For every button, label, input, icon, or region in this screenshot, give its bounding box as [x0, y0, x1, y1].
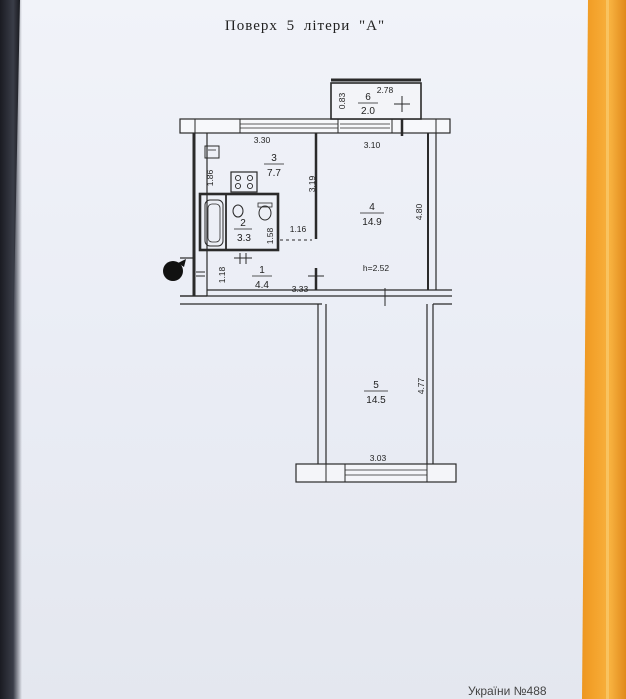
dim-hall-height: 1.18 — [217, 266, 227, 283]
dim-balcony-width: 2.78 — [377, 85, 394, 95]
room-4-area: 14.9 — [362, 217, 382, 228]
floor-heading: Поверх 5 літери "А" — [224, 18, 386, 34]
room-1-area: 4.4 — [255, 280, 269, 291]
bathroom-walls — [198, 192, 280, 252]
room-6-number: 6 — [365, 92, 371, 103]
bathtub — [204, 199, 224, 247]
dim-room3-height: 3.19 — [307, 175, 317, 192]
room-2-number: 2 — [240, 218, 246, 229]
footer-stamp: України №488 — [468, 684, 547, 698]
room-6-area: 2.0 — [361, 106, 375, 117]
dim-room5-height: 4.77 — [416, 377, 426, 394]
dim-ceiling-height: h=2.52 — [363, 263, 390, 273]
dim-balcony-height: 0.83 — [337, 92, 347, 109]
room-5-area: 14.5 — [366, 395, 386, 406]
bottom-wall — [295, 463, 457, 483]
toilet — [258, 205, 272, 221]
room-1-number: 1 — [259, 265, 265, 276]
folder-edge — [606, 0, 609, 699]
dim-top-right: 3.10 — [364, 140, 381, 150]
stove — [230, 171, 258, 193]
room-4-number: 4 — [369, 202, 375, 213]
top-wall — [179, 118, 451, 134]
dim-hall-length: 3.33 — [292, 284, 309, 294]
dim-hall-width: 1.16 — [290, 224, 307, 234]
dim-room4-height: 4.80 — [414, 203, 424, 220]
paper-shadow — [0, 0, 22, 699]
entrance-marker — [163, 259, 186, 281]
balcony — [330, 82, 422, 120]
dim-room5-width: 3.03 — [370, 453, 387, 463]
dim-room3-side: 1.86 — [205, 169, 215, 186]
dim-top-left: 3.30 — [254, 135, 271, 145]
kitchen-sink — [204, 145, 220, 159]
room-3-area: 7.7 — [267, 168, 281, 179]
room-5-number: 5 — [373, 380, 379, 391]
dim-bath-height: 1.58 — [265, 227, 275, 244]
room-2-area: 3.3 — [237, 233, 251, 244]
room-3-number: 3 — [271, 153, 277, 164]
paper-sheet — [6, 0, 588, 699]
sink — [232, 204, 244, 218]
